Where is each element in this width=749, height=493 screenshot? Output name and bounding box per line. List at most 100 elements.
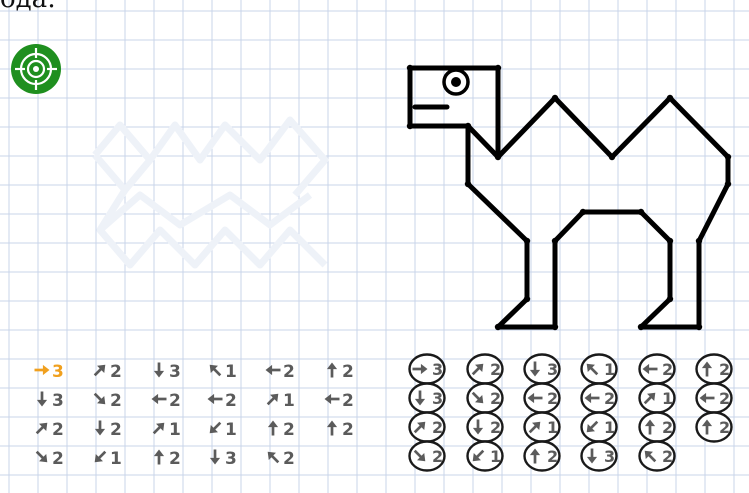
program-command-left[interactable]: 2 [324,391,368,411]
header-text: ода: [0,0,56,14]
step-count: 1 [490,447,501,466]
step-count: 2 [719,360,730,379]
program-command-upright[interactable]: 1 [265,391,309,411]
program-command-upleft[interactable]: 2 [265,449,309,469]
program-command-downright[interactable]: 2 [34,449,78,469]
command-button-down[interactable]: 3 [408,382,446,414]
arrow-upleft-icon [207,362,223,383]
arrow-up-icon [265,420,281,441]
command-button-left[interactable]: 2 [580,382,618,414]
command-button-downright[interactable]: 2 [408,440,446,472]
step-count: 2 [110,362,122,382]
step-count: 3 [604,447,615,466]
arrow-down-icon [34,391,50,412]
command-button-up[interactable]: 2 [638,411,676,443]
program-command-down[interactable]: 2 [92,420,136,440]
step-count: 2 [662,447,673,466]
command-button-left[interactable]: 2 [638,353,676,385]
command-button-upright[interactable]: 1 [638,382,676,414]
step-count: 2 [342,391,354,411]
arrow-right-icon [34,362,50,383]
command-button-up[interactable]: 2 [695,411,733,443]
step-count: 2 [283,449,295,469]
arrow-left-icon [207,391,223,412]
arrow-up-icon [151,449,167,470]
command-button-down[interactable]: 2 [466,411,504,443]
command-button-left[interactable]: 2 [695,382,733,414]
arrow-down-icon [207,449,223,470]
step-count: 2 [169,391,181,411]
command-button-down[interactable]: 3 [580,440,618,472]
program-command-left[interactable]: 2 [207,391,251,411]
step-count: 2 [52,449,64,469]
program-command-up[interactable]: 2 [324,420,368,440]
step-count: 2 [662,418,673,437]
program-command-up[interactable]: 2 [324,362,368,382]
arrow-upright-icon [92,362,108,383]
step-count: 2 [432,418,443,437]
step-count: 3 [225,449,237,469]
step-count: 1 [169,420,181,440]
arrow-upright-icon [265,391,281,412]
camel-eye [444,70,468,94]
step-count: 1 [604,360,615,379]
command-button-upleft[interactable]: 2 [638,440,676,472]
program-command-upright[interactable]: 2 [34,420,78,440]
step-count: 2 [110,420,122,440]
step-count: 2 [110,391,122,411]
program-command-down[interactable]: 3 [207,449,251,469]
step-count: 3 [432,389,443,408]
step-count: 2 [169,449,181,469]
command-button-up[interactable]: 2 [695,353,733,385]
command-button-upright[interactable]: 1 [523,411,561,443]
arrow-up-icon [324,362,340,383]
program-command-upleft[interactable]: 1 [207,362,251,382]
step-count: 3 [432,360,443,379]
arrow-downright-icon [34,449,50,470]
command-button-downright[interactable]: 2 [466,382,504,414]
command-button-up[interactable]: 2 [523,440,561,472]
program-command-up[interactable]: 2 [151,449,195,469]
step-count: 2 [225,391,237,411]
arrow-down-icon [92,420,108,441]
command-button-upright[interactable]: 2 [466,353,504,385]
program-command-right[interactable]: 3 [34,362,78,382]
command-button-down[interactable]: 3 [523,353,561,385]
arrow-left-icon [151,391,167,412]
step-count: 1 [283,391,295,411]
program-command-down[interactable]: 3 [34,391,78,411]
step-count: 3 [169,362,181,382]
program-command-left[interactable]: 2 [265,362,309,382]
program-command-downleft[interactable]: 1 [207,420,251,440]
program-command-down[interactable]: 3 [151,362,195,382]
step-count: 1 [225,362,237,382]
program-command-downright[interactable]: 2 [92,391,136,411]
command-button-downleft[interactable]: 1 [580,411,618,443]
camel-figure [410,68,728,327]
arrow-upright-icon [34,420,50,441]
command-button-left[interactable]: 2 [523,382,561,414]
command-button-upleft[interactable]: 1 [580,353,618,385]
step-count: 2 [490,418,501,437]
step-count: 2 [283,362,295,382]
program-command-upright[interactable]: 2 [92,362,136,382]
arrow-downleft-icon [92,449,108,470]
target-icon [10,43,62,95]
step-count: 2 [342,420,354,440]
command-button-upright[interactable]: 2 [408,411,446,443]
program-command-up[interactable]: 2 [265,420,309,440]
step-count: 2 [547,447,558,466]
program-command-left[interactable]: 2 [151,391,195,411]
program-command-downleft[interactable]: 1 [92,449,136,469]
step-count: 2 [490,389,501,408]
command-button-downleft[interactable]: 1 [466,440,504,472]
command-button-right[interactable]: 3 [408,353,446,385]
arrow-left-icon [324,391,340,412]
arrow-down-icon [151,362,167,383]
step-count: 2 [547,389,558,408]
step-count: 3 [52,362,64,382]
step-count: 2 [52,420,64,440]
arrow-upright-icon [151,420,167,441]
program-command-upright[interactable]: 1 [151,420,195,440]
arrow-left-icon [265,362,281,383]
